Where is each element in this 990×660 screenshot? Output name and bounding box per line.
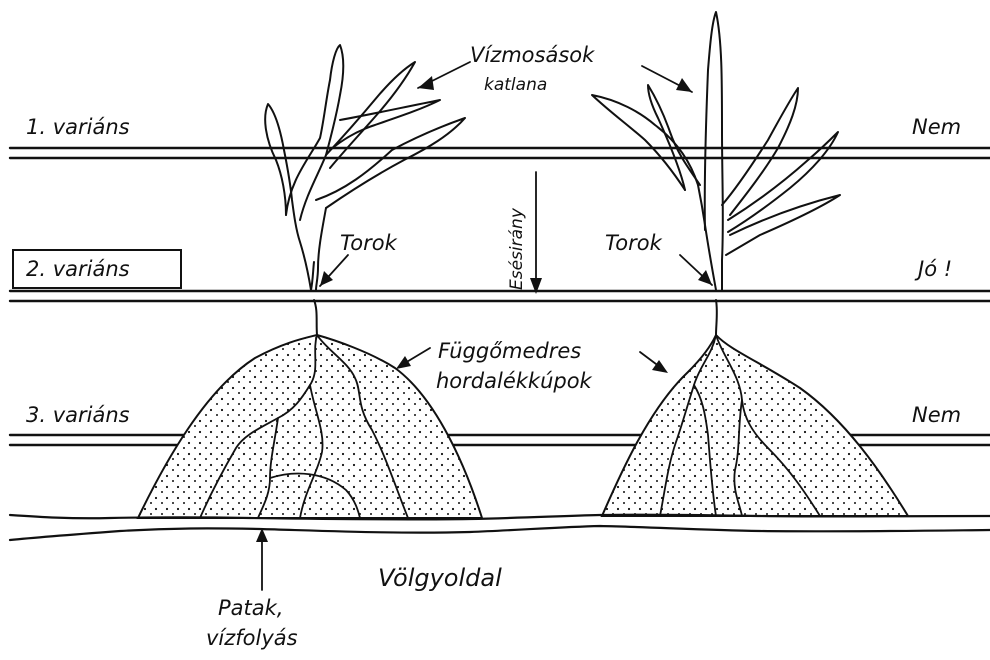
alluvial-fan-left xyxy=(138,335,482,518)
label-gully-system-line2: katlana xyxy=(484,75,547,95)
gully-system-right xyxy=(592,12,840,335)
label-variant-3: 3. variáns xyxy=(26,403,130,427)
label-stream-line1: Patak, xyxy=(218,596,283,620)
label-throat-left: Torok xyxy=(340,231,398,255)
label-variant-1: 1. variáns xyxy=(26,115,130,139)
arrow-gully-left xyxy=(418,62,470,90)
label-slope-direction: Esésirány xyxy=(507,207,527,290)
label-throat-right: Torok xyxy=(605,231,663,255)
alluvial-fan-right xyxy=(602,335,908,516)
label-gully-system: Vízmosások xyxy=(470,43,595,67)
arrow-stream xyxy=(256,528,268,590)
valley-ground-lines xyxy=(10,515,990,540)
label-fans-line1: Függőmedres xyxy=(438,339,581,363)
label-variant-2: 2. variáns xyxy=(26,257,130,281)
arrow-fan-left xyxy=(396,348,430,369)
arrow-throat-left xyxy=(320,255,348,286)
label-verdict-3: Nem xyxy=(912,403,961,427)
arrow-slope-direction xyxy=(530,172,542,294)
label-verdict-1: Nem xyxy=(912,115,961,139)
label-fans-line2: hordalékkúpok xyxy=(436,369,593,393)
variant-1-line xyxy=(10,148,990,158)
variant-2-line xyxy=(10,291,990,301)
label-valley-side: Völgyoldal xyxy=(378,564,502,592)
arrow-fan-right xyxy=(640,352,668,373)
arrow-throat-right xyxy=(680,255,712,285)
label-verdict-2: Jó ! xyxy=(914,257,952,281)
label-stream-line2: vízfolyás xyxy=(206,626,298,650)
